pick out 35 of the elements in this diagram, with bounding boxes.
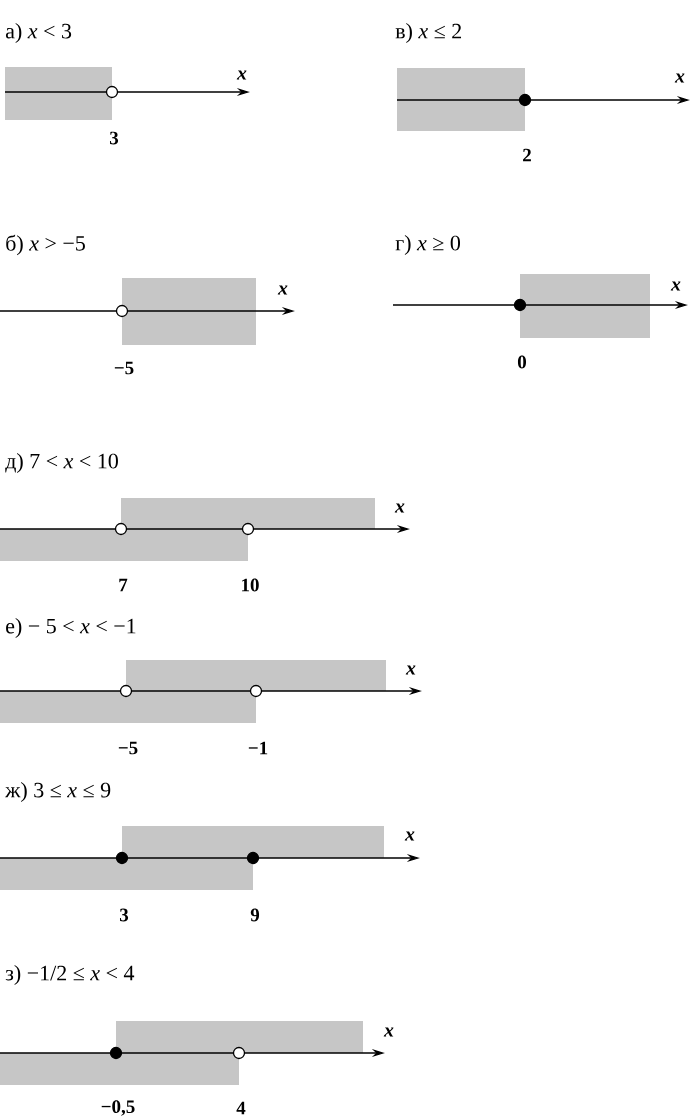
tick-label: −0,5 — [101, 1100, 135, 1116]
axis-label: x — [277, 285, 288, 295]
tick-label: −5 — [118, 741, 138, 755]
point — [232, 1046, 246, 1060]
point — [105, 85, 119, 99]
axis-label: x — [236, 70, 247, 80]
tick-label: 10 — [242, 578, 259, 592]
axis-label: x — [394, 503, 405, 513]
tick-label: 7 — [119, 578, 128, 592]
point — [513, 298, 527, 312]
point — [249, 684, 263, 698]
axis-label: x — [383, 1027, 394, 1037]
heading: е) − 5 < x < −1 — [6, 618, 136, 638]
tick-label: 3 — [119, 908, 129, 922]
point — [518, 93, 532, 107]
point — [241, 522, 255, 536]
tick-label: 3 — [109, 131, 119, 145]
axis-label: x — [670, 281, 681, 291]
point — [119, 684, 133, 698]
point — [115, 851, 129, 865]
axis-label: x — [404, 831, 415, 841]
tick-label: −5 — [114, 361, 134, 375]
tick-label: −1 — [248, 741, 268, 755]
axis-label: x — [405, 665, 416, 675]
tick-label: 0 — [517, 355, 526, 369]
tick-label: 4 — [236, 1101, 246, 1115]
point — [114, 522, 128, 536]
heading: ж) 3 ≤ x ≤ 9 — [5, 782, 111, 802]
point — [246, 851, 260, 865]
tick-label: 9 — [250, 908, 260, 922]
heading: з) −1/2 ≤ x < 4 — [5, 965, 135, 985]
point — [109, 1046, 123, 1060]
point — [115, 304, 129, 318]
axis-label: x — [674, 73, 685, 83]
tick-label: 2 — [523, 148, 531, 162]
